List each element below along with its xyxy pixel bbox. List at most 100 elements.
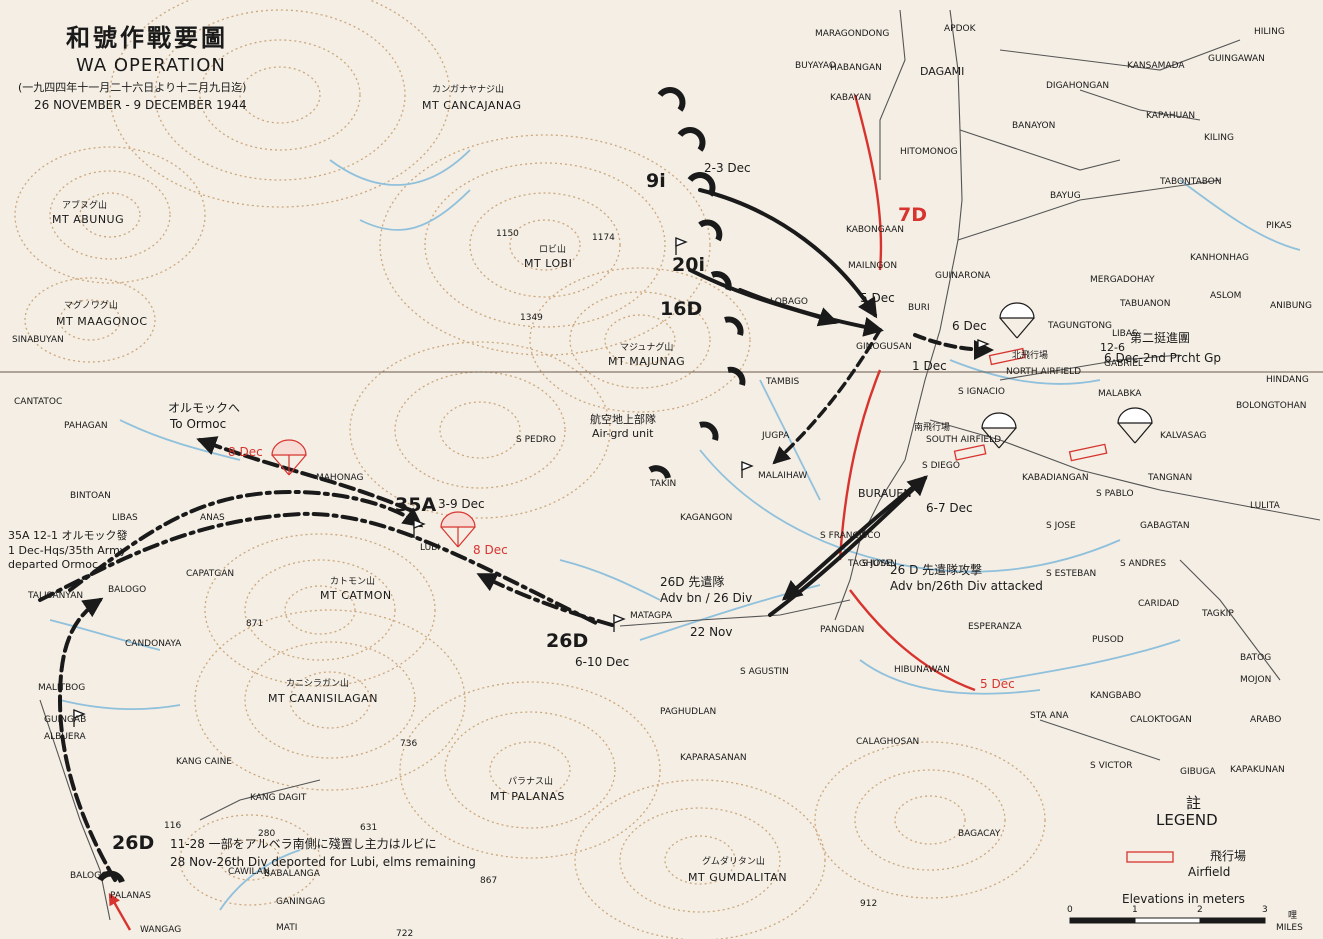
mountain-jp: カニシラガン山 [286, 679, 350, 689]
command-flags [73, 237, 990, 727]
contour-hills [14, 0, 1046, 939]
mountain-label: MT MAJUNAG [608, 355, 686, 368]
elevation-label: 1150 [496, 229, 519, 239]
note-nov28: 28 Nov-26th Div deported for Lubi, elms … [170, 855, 476, 869]
place-label: DAGAMI [920, 65, 965, 78]
legend-airfield-icon [1126, 851, 1174, 863]
place-label: S ESTEBAN [1046, 569, 1097, 579]
unit-label: 20i [672, 254, 705, 276]
note-nov28-jp: 11-28 一部をアルベラ南側に殘置し主力はルビに [170, 837, 437, 851]
airfield-icon [988, 347, 1026, 366]
parachute-icon [1117, 407, 1153, 444]
place-label: KANGBABO [1090, 691, 1142, 701]
date-label: 2-3 Dec [704, 161, 751, 175]
note-advbn-jp: 26D 先遣隊 [660, 575, 725, 589]
place-label: TAKIN [650, 479, 677, 489]
place-label: CANTATOC [14, 397, 63, 407]
legend-heading: LEGEND [1156, 811, 1218, 829]
place-label: S JOSE [862, 559, 892, 569]
place-label: HITOMONOG [900, 147, 958, 157]
elevation-label: 722 [396, 929, 414, 939]
mountain-jp: カトモン山 [330, 577, 376, 587]
place-label: GUINGAB [44, 715, 87, 725]
place-label: GANINGAG [276, 897, 326, 907]
legend-airfield: Airfield [1188, 865, 1231, 879]
parachute-icons [271, 302, 1153, 548]
roads [39, 9, 1321, 921]
place-label: MARAGONDONG [815, 29, 890, 39]
mountain-jp: グムダリタン山 [702, 857, 765, 867]
note-air-grd: Air-grd unit [592, 427, 654, 440]
place-label: MALITBOG [38, 683, 86, 693]
place-label: STA ANA [1030, 711, 1069, 721]
airfield-icon [1068, 443, 1108, 462]
place-label: LOBAGO [770, 297, 809, 307]
parachute-icon [981, 412, 1017, 449]
title-japanese-dates: (一九四四年十一月二十六日より十二月九日迄) [18, 81, 247, 94]
place-label: KANG CAINE [176, 757, 232, 767]
date-label: 3-9 Dec [438, 497, 485, 511]
place-label: WANGAG [140, 925, 182, 935]
mountain-label: MT LOBI [524, 257, 573, 270]
hill-south [814, 741, 1046, 899]
place-label: MERGADOHAY [1090, 275, 1155, 285]
arrow-lubi-ormoc [196, 436, 412, 512]
scale-miles-jp: 哩 [1288, 911, 1298, 921]
arrow-ginogusan-malaihaw [772, 328, 882, 465]
hill-abunug [14, 146, 206, 284]
place-label: CAPATGAN [186, 569, 235, 579]
mountain-label: MT CANCAJANAG [422, 99, 522, 112]
elevation-label: 116 [164, 821, 182, 831]
place-label: BAYUG [1050, 191, 1081, 201]
place-label: PIKAS [1266, 221, 1292, 231]
scale-tick-label: 0 [1067, 905, 1073, 915]
place-label: TAGKIP [1202, 609, 1234, 619]
place-label: PALANAS [110, 891, 151, 901]
place-label: DIGAHONGAN [1046, 81, 1110, 91]
note-prcht: 6 Dec-2nd Prcht Gp [1104, 351, 1222, 365]
place-label: CALOKTOGAN [1130, 715, 1192, 725]
place-label: BURAUEN [858, 487, 912, 500]
date-label: 22 Nov [690, 625, 733, 639]
hill-palanas [399, 681, 661, 859]
place-label: MALABKA [1098, 389, 1142, 399]
unit-label: 9i [646, 170, 666, 192]
place-label: KANSAMADA [1127, 61, 1185, 71]
elevation-label: 736 [400, 739, 418, 749]
flag-icon [413, 519, 426, 538]
place-label: S PEDRO [516, 435, 556, 445]
unit-label: 35A [395, 494, 437, 516]
place-label: TAMBIS [766, 377, 800, 387]
place-label: HINDANG [1266, 375, 1309, 385]
mountain-jp: マジュナグ山 [620, 343, 674, 353]
parachute-icon [999, 302, 1035, 339]
place-label: ASLOM [1210, 291, 1242, 301]
mountain-jp: アブヌグ山 [62, 201, 108, 211]
arrow-35A-upper [68, 489, 424, 592]
note-prcht-jp: 第二挺進團 [1130, 331, 1191, 345]
legend-heading-jp: 註 [1186, 794, 1202, 812]
place-label: BALOGO [108, 585, 147, 595]
place-label: TANGNAN [1148, 473, 1193, 483]
mountain-label: MT CAANISILAGAN [268, 692, 378, 705]
place-label: MAILNGON [848, 261, 898, 271]
legend-airfield-jp: 飛行場 [1210, 849, 1247, 863]
elevation-label: 1174 [592, 233, 615, 243]
scale-bar [1069, 917, 1266, 924]
place-label: KAGANGON [680, 513, 733, 523]
place-label: BOLONGTOHAN [1236, 401, 1307, 411]
place-label: MAHONAG [316, 473, 364, 483]
mountain-label: MT GUMDALITAN [688, 871, 788, 884]
place-label: GIBUGA [1180, 767, 1216, 777]
arrow-burauen-26D [781, 476, 927, 601]
place-label: GINOGUSAN [856, 342, 912, 352]
place-label: KAPAHUAN [1146, 111, 1196, 121]
place-label: ANAS [200, 513, 225, 523]
place-label: KANHONHAG [1190, 253, 1249, 263]
hill-southwest [179, 814, 321, 906]
place-label: LULITA [1250, 501, 1280, 511]
date-label: 6 Dec [952, 319, 987, 333]
hill-center [349, 341, 611, 519]
